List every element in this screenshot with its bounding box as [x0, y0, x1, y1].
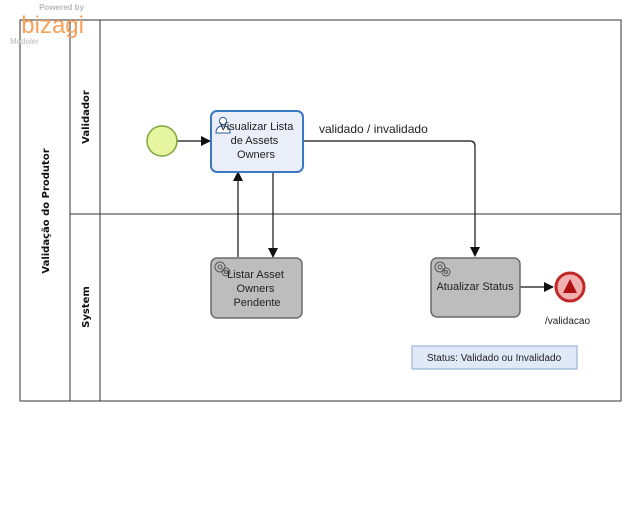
watermark-product: Modeler [10, 37, 39, 46]
gear-icon [434, 261, 451, 277]
flow-visualizar-to-atualizar[interactable] [303, 140, 480, 257]
error-triangle-icon [563, 279, 577, 293]
user-icon [215, 116, 231, 134]
status-annotation[interactable]: Status: Validado ou Invalidado [411, 345, 578, 370]
task-listar-asset-owners[interactable]: Listar Asset Owners Pendente [210, 257, 303, 319]
end-event-validacao[interactable] [554, 271, 586, 303]
task-listar-line-1: Listar Asset [227, 269, 284, 281]
task-atualizar-status[interactable]: Atualizar Status [430, 257, 521, 318]
bizagi-watermark: Powered by bizagi Modeler [10, 3, 85, 46]
pool-title: Validação do Produtor [41, 148, 52, 273]
watermark-brand: bizagi [21, 12, 84, 39]
task-visualizar-line-2: de Assets [231, 135, 279, 147]
task-visualizar-line-3: Owners [237, 149, 275, 161]
flow-label-validado: validado / invalidado [319, 122, 428, 136]
task-listar-line-2: Owners [237, 283, 275, 295]
task-visualizar-lista[interactable]: Visualizar Lista de Assets Owners [210, 110, 304, 173]
watermark-powered-by: Powered by [39, 3, 84, 12]
end-event-label: /validacao [545, 316, 590, 327]
task-listar-line-3: Pendente [233, 297, 280, 309]
lane-label-system: System [81, 286, 92, 328]
gear-icon [214, 261, 231, 277]
annotation-text: Status: Validado ou Invalidado [427, 353, 562, 364]
start-event[interactable] [146, 125, 178, 157]
lane-label-validador: Validador [81, 90, 92, 144]
svg-text:Listar Asset Owners: Listar Asset Owners Pendente [227, 269, 287, 309]
task-atualizar-label: Atualizar Status [436, 281, 514, 293]
task-visualizar-line-1: Visualizar Lista [220, 121, 295, 133]
svg-text:Visualizar Lista de Asse: Visualizar Lista de Assets Owners [220, 121, 297, 161]
pool-border [19, 19, 622, 402]
